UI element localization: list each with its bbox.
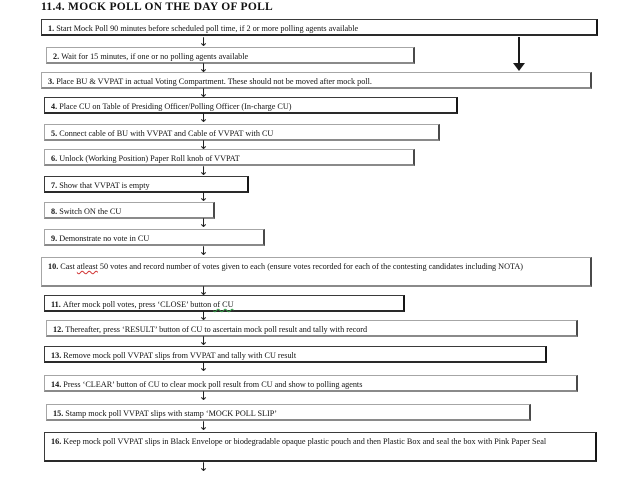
arrow-4-to-5: ↓ [198,111,209,125]
flow-step-15: 15. Stamp mock poll VVPAT slips with sta… [46,404,531,421]
flow-step-10-text-before: Cast [60,262,77,271]
flow-step-9-text: Demonstrate no vote in CU [59,234,150,243]
arrow-2-to-3: ↓ [198,61,209,75]
flow-step-3-text: Place BU & VVPAT in actual Voting Compar… [56,77,372,86]
flow-step-7: 7. Show that VVPAT is empty [44,176,249,193]
flow-step-10: 10. Cast atleast 50 votes and record num… [41,257,592,287]
flow-step-11: 11. After mock poll votes, press ‘CLOSE’… [44,295,405,312]
flow-step-6-number: 6. [51,154,60,163]
flow-step-3-number: 3. [48,77,57,86]
flow-step-12: 12. Thereafter, press ‘RESULT’ button of… [46,320,578,337]
flow-step-13-number: 13. [51,351,64,360]
flow-step-1-number: 1. [48,24,57,33]
flow-step-2: 2. Wait for 15 minutes, if one or no pol… [46,47,415,64]
flow-step-2-text: Wait for 15 minutes, if one or no pollin… [61,52,249,61]
flow-step-16-number: 16. [51,437,64,446]
flow-step-9: 9. Demonstrate no vote in CU [44,229,265,246]
flow-step-9-number: 9. [51,234,60,243]
flow-step-8: 8. Switch ON the CU [44,202,215,219]
arrow-5-to-6: ↓ [198,138,209,152]
arrow-15-to-16: ↓ [198,419,209,433]
flow-step-5-text: Connect cable of BU with VVPAT and Cable… [59,129,274,138]
flow-step-11-number: 11. [51,300,63,309]
flow-step-15-number: 15. [53,409,66,418]
arrow-12-to-13: ↓ [198,334,209,348]
flow-step-4: 4. Place CU on Table of Presiding Office… [44,97,458,114]
arrow-7-to-8: ↓ [198,190,209,204]
flow-step-3: 3. Place BU & VVPAT in actual Voting Com… [41,72,592,89]
arrow-3-to-4: ↓ [198,86,209,100]
arrow-14-to-15: ↓ [198,389,209,403]
flow-step-10-flagged-word: atleast [76,262,98,271]
flow-step-15-text: Stamp mock poll VVPAT slips with stamp ‘… [65,409,278,418]
flow-step-10-number: 10. [48,262,61,271]
flow-step-7-text: Show that VVPAT is empty [59,181,150,190]
flow-step-4-text: Place CU on Table of Presiding Officer/P… [59,102,292,111]
flow-step-13-text: Remove mock poll VVPAT slips from VVPAT … [63,351,297,360]
flow-step-6-text: Unlock (Working Position) Paper Roll kno… [59,154,240,163]
arrow-10-to-11: ↓ [198,284,209,298]
flow-step-14-text: Press ‘CLEAR’ button of CU to clear mock… [63,380,363,389]
arrow-13-to-14: ↓ [198,360,209,374]
flow-step-1: 1. Start Mock Poll 90 minutes before sch… [41,19,598,36]
flow-step-5: 5. Connect cable of BU with VVPAT and Ca… [44,124,440,141]
flow-step-16-text: Keep mock poll VVPAT slips in Black Enve… [63,437,547,446]
bypass-connector-stem [518,37,520,64]
arrow-1-to-2: ↓ [198,35,209,49]
flow-step-5-number: 5. [51,129,60,138]
flow-step-8-text: Switch ON the CU [59,207,122,216]
flow-step-16: 16. Keep mock poll VVPAT slips in Black … [44,432,597,462]
arrow-9-to-10: ↓ [198,244,209,258]
flow-step-7-number: 7. [51,181,60,190]
arrow-16-to-next: ↓ [198,460,209,474]
bypass-connector-head [513,63,525,71]
page-title: 11.4. MOCK POLL ON THE DAY OF POLL [41,1,274,13]
arrow-6-to-7: ↓ [198,164,209,178]
flow-step-12-number: 12. [53,325,66,334]
flow-step-6: 6. Unlock (Working Position) Paper Roll … [44,149,415,166]
flow-step-11-flagged-phrase: of CU [213,300,234,309]
arrow-8-to-9: ↓ [198,216,209,230]
flow-step-14-number: 14. [51,380,64,389]
flow-step-12-text: Thereafter, press ‘RESULT’ button of CU … [65,325,368,334]
bypass-connector-arrow [513,37,525,71]
flow-step-13: 13. Remove mock poll VVPAT slips from VV… [44,346,547,363]
flow-step-8-number: 8. [51,207,60,216]
flow-step-4-number: 4. [51,102,60,111]
flow-step-10-text-after: 50 votes and record number of votes give… [97,262,523,271]
arrow-11-to-12: ↓ [198,309,209,323]
flow-step-11-text-before: After mock poll votes, press ‘CLOSE’ but… [62,300,214,309]
flow-step-14: 14. Press ‘CLEAR’ button of CU to clear … [44,375,578,392]
flow-step-1-text: Start Mock Poll 90 minutes before schedu… [56,24,359,33]
flow-step-2-number: 2. [53,52,62,61]
